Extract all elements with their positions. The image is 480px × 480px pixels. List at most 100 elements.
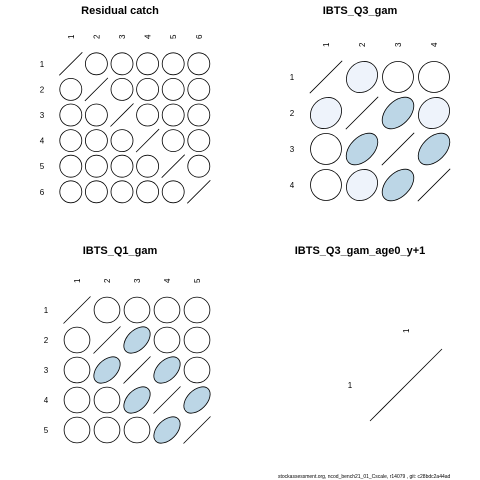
correlation-ellipse-mark (84, 154, 108, 178)
correlation-ellipse-mark (63, 386, 91, 414)
correlation-ellipse-mark (381, 96, 415, 130)
correlation-ellipse-mark (153, 416, 181, 444)
correlation-line-mark (309, 60, 343, 94)
chart-panel-2: IBTS_Q3_gam 1 2 3 4 1 2 3 4 (290, 5, 451, 202)
row-tick-label: 1 (40, 60, 45, 69)
correlation-line-mark (417, 168, 451, 202)
correlation-ellipse-mark (84, 52, 108, 76)
col-tick-label: 1 (67, 34, 76, 39)
correlation-ellipse-mark (183, 386, 211, 414)
correlation-ellipse-mark (161, 129, 185, 153)
col-tick-label: 4 (430, 42, 439, 47)
correlation-line-mark (63, 296, 91, 324)
row-tick-label: 2 (40, 85, 45, 94)
col-tick-label: 1 (73, 278, 82, 283)
correlation-ellipse-mark (93, 356, 121, 384)
row-tick-label: 1 (348, 381, 353, 390)
row-tick-label: 3 (290, 145, 295, 154)
correlation-ellipse-mark (382, 61, 414, 93)
correlation-ellipse-mark (136, 154, 160, 178)
correlation-line-mark (153, 386, 181, 414)
row-tick-label: 2 (290, 109, 295, 118)
correlation-ellipse-mark (63, 356, 91, 384)
row-tick-label: 4 (290, 181, 295, 190)
chart-title: IBTS_Q1_gam (83, 245, 158, 257)
correlation-ellipse-mark (183, 296, 211, 324)
correlation-ellipse-mark (110, 129, 134, 153)
col-tick-label: 2 (358, 42, 367, 47)
col-tick-label: 1 (322, 42, 331, 47)
correlation-ellipse-mark (136, 77, 160, 101)
row-tick-label: 5 (40, 162, 45, 171)
chart-title: IBTS_Q3_gam_age0_y+1 (295, 245, 426, 257)
correlation-ellipse-mark (381, 168, 415, 202)
col-tick-label: 4 (163, 278, 172, 283)
correlation-ellipse-mark (345, 132, 379, 166)
correlation-ellipse-mark (161, 180, 185, 204)
correlation-ellipse-mark (136, 180, 160, 204)
correlation-ellipse-mark (183, 326, 211, 354)
correlation-ellipse-mark (110, 52, 134, 76)
correlation-ellipse-mark (123, 416, 151, 444)
row-tick-label: 1 (290, 73, 295, 82)
correlation-ellipse-mark (59, 103, 83, 127)
correlation-ellipse-mark (59, 180, 83, 204)
correlation-ellipse-mark (123, 326, 151, 354)
correlation-ellipse-mark (417, 132, 451, 166)
correlation-line-mark (381, 132, 415, 166)
correlation-ellipse-mark (84, 180, 108, 204)
correlation-line-mark (186, 179, 211, 204)
correlation-ellipse-mark (136, 52, 160, 76)
row-tick-label: 4 (44, 396, 49, 405)
chart-panel-4: IBTS_Q3_gam_age0_y+1 1 1 (295, 245, 443, 422)
row-tick-label: 6 (40, 188, 45, 197)
correlation-ellipse-mark (59, 154, 83, 178)
footer-text: stockassessment.org, ncod_bench21_01_Csc… (278, 474, 451, 480)
correlation-line-mark (345, 96, 379, 130)
correlation-ellipse-mark (110, 77, 134, 101)
correlation-ellipse-mark (346, 61, 378, 93)
col-tick-label: 1 (402, 328, 411, 333)
correlation-line-mark (93, 326, 121, 354)
col-tick-label: 3 (133, 278, 142, 283)
correlation-ellipse-mark (110, 180, 134, 204)
correlation-ellipse-mark (418, 97, 450, 129)
correlation-ellipse-mark (161, 52, 185, 76)
correlation-ellipse-mark (123, 386, 151, 414)
correlation-ellipse-mark (310, 97, 342, 129)
correlation-ellipse-mark (187, 129, 211, 153)
col-tick-label: 5 (193, 278, 202, 283)
chart-title: IBTS_Q3_gam (323, 5, 398, 17)
correlation-ellipse-mark (161, 103, 185, 127)
col-tick-label: 3 (394, 42, 403, 47)
correlation-ellipse-mark (153, 356, 181, 384)
row-tick-label: 3 (44, 366, 49, 375)
correlation-line-mark (110, 103, 134, 127)
correlation-line-mark (84, 77, 109, 102)
row-tick-label: 1 (44, 306, 49, 315)
row-tick-label: 4 (40, 137, 45, 146)
correlation-ellipse-mark (123, 296, 151, 324)
col-tick-label: 5 (169, 34, 178, 39)
chart-title: Residual catch (81, 5, 159, 17)
row-tick-label: 5 (44, 426, 49, 435)
col-tick-label: 2 (103, 278, 112, 283)
correlation-ellipse-mark (84, 129, 108, 153)
correlation-ellipse-mark (310, 133, 342, 165)
correlation-ellipse-mark (187, 154, 211, 178)
correlation-line-mark (161, 154, 186, 179)
correlation-ellipse-mark (59, 77, 83, 101)
correlation-ellipse-mark (187, 77, 211, 101)
correlation-ellipse-mark (63, 326, 91, 354)
correlation-ellipse-mark (161, 77, 185, 101)
correlation-ellipse-mark (153, 326, 181, 354)
correlation-ellipse-mark (136, 103, 160, 127)
correlation-line-mark (369, 348, 443, 422)
correlation-line-mark (135, 128, 160, 153)
correlation-ellipse-mark (310, 169, 342, 201)
correlation-ellipse-mark (93, 296, 121, 324)
col-tick-label: 3 (118, 34, 127, 39)
correlation-line-mark (183, 416, 211, 444)
